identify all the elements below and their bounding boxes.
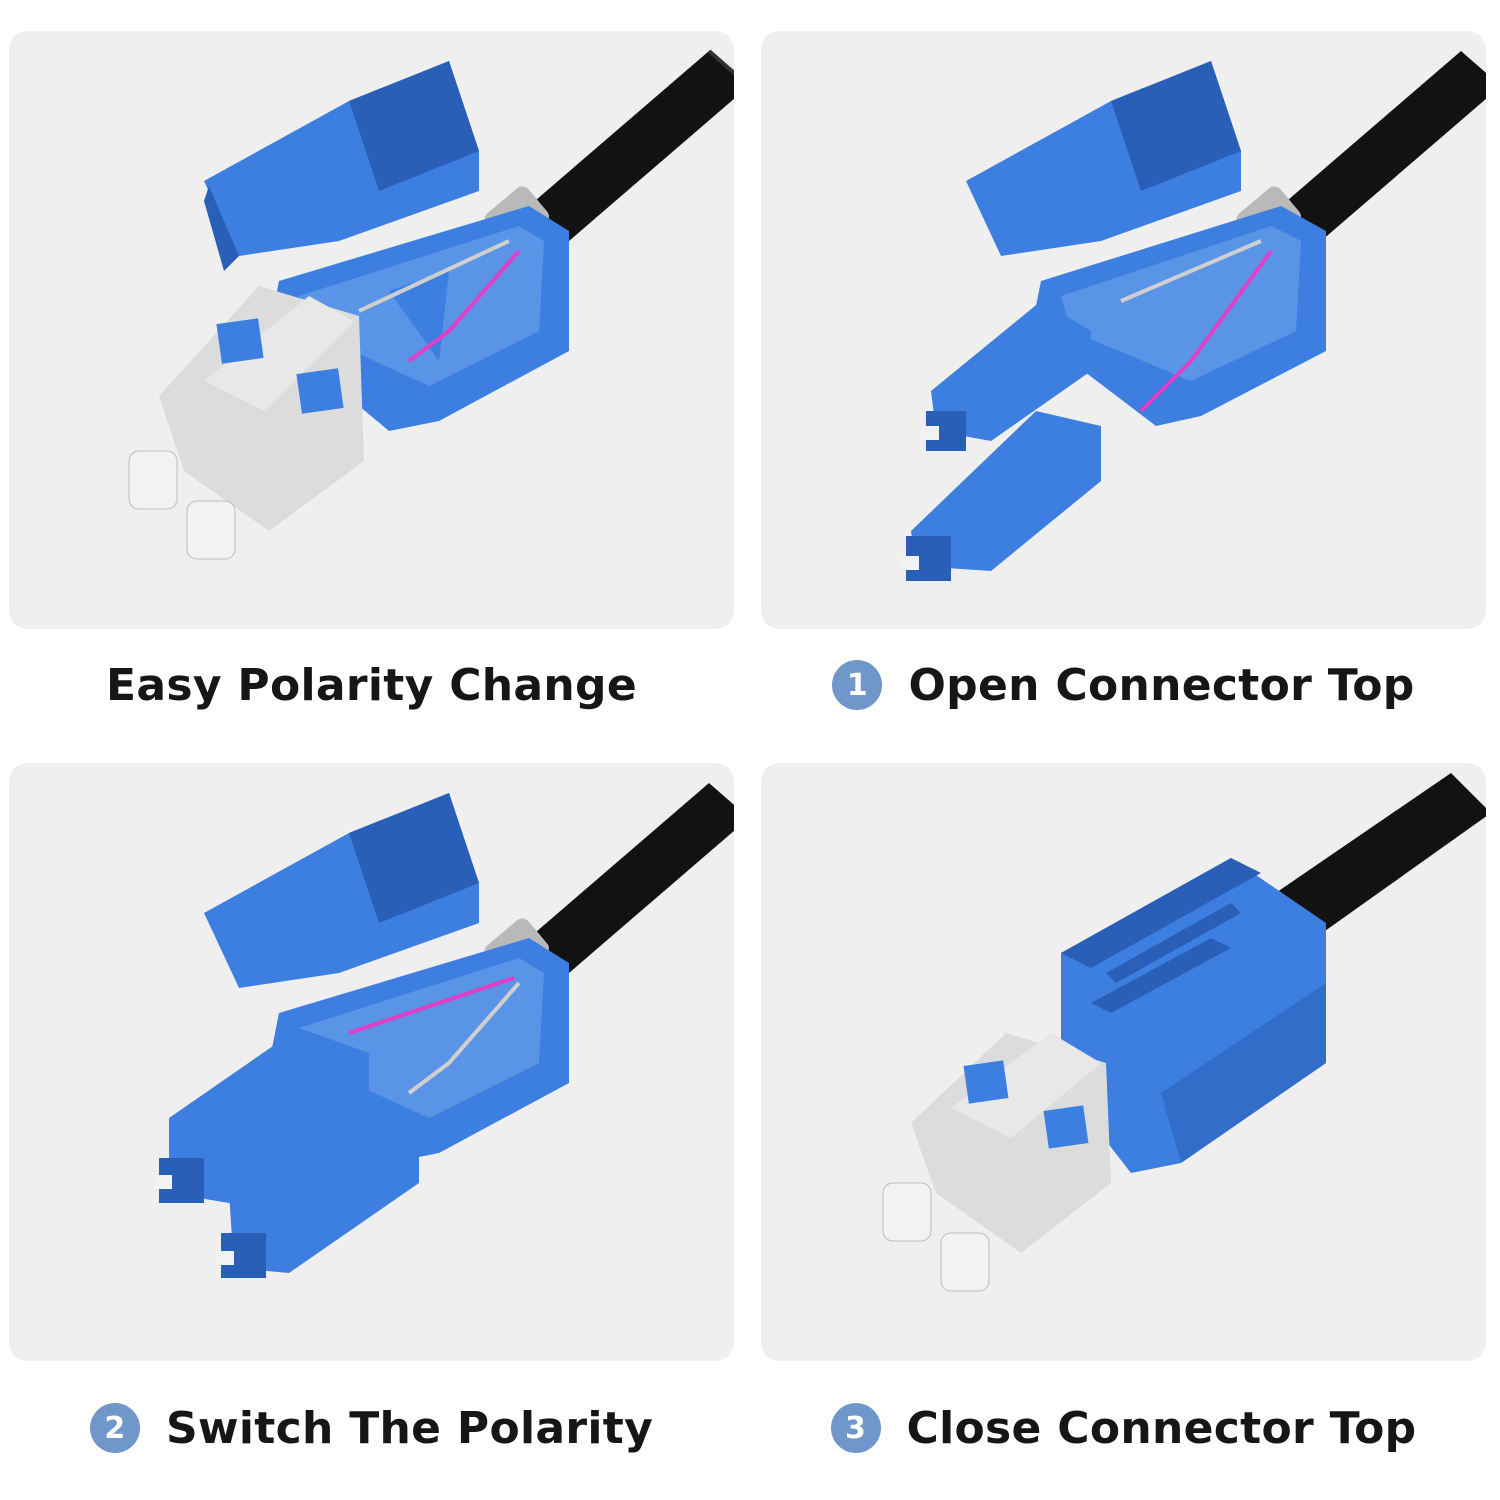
step-badge: 3 — [830, 1403, 881, 1453]
caption-text: Open Connector Top — [908, 659, 1415, 711]
step-badge: 1 — [832, 660, 883, 710]
panel-open-connector — [761, 31, 1486, 629]
lc-duplex-connector-switched-icon — [154, 783, 734, 1278]
panel-easy-polarity — [9, 31, 734, 629]
caption-switch-polarity: 2 Switch The Polarity — [9, 1388, 734, 1468]
step-badge: 2 — [89, 1403, 140, 1453]
panel-close-connector — [761, 763, 1486, 1361]
lc-duplex-connector-open-split-icon — [901, 51, 1486, 581]
lc-duplex-connector-closed-icon — [882, 773, 1486, 1292]
lc-duplex-connector-open-with-clip-icon — [128, 49, 734, 560]
caption-easy-polarity: Easy Polarity Change — [9, 645, 734, 725]
caption-text: Switch The Polarity — [165, 1402, 654, 1454]
panel-switch-polarity — [9, 763, 734, 1361]
caption-text: Close Connector Top — [906, 1402, 1417, 1454]
caption-close-connector: 3 Close Connector Top — [761, 1388, 1486, 1468]
caption-text: Easy Polarity Change — [106, 659, 637, 711]
caption-open-connector: 1 Open Connector Top — [761, 645, 1486, 725]
